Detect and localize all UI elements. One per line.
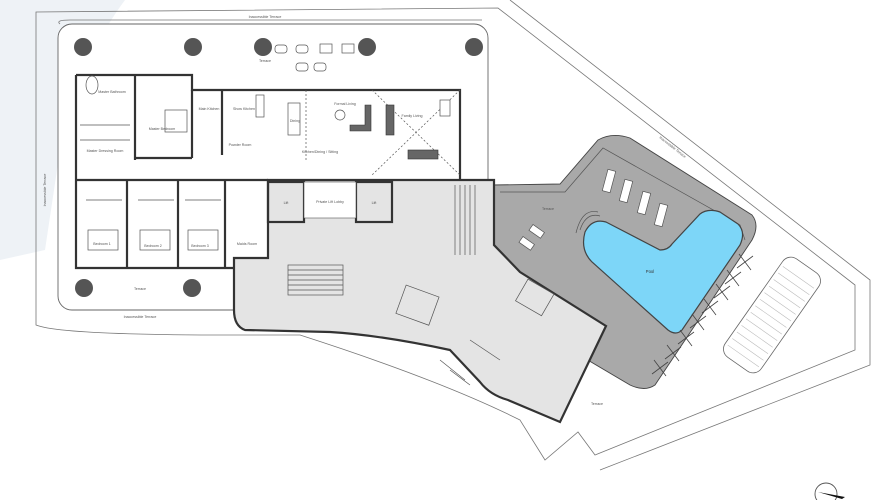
label-inaccessible-bottom: Inaccessible Terrace <box>124 315 157 319</box>
furniture <box>85 43 545 251</box>
label-dining: Dining <box>290 119 300 123</box>
label-inaccessible-left: Inaccessible Terrace <box>43 174 47 207</box>
label-terrace-pool: Terrace <box>542 207 554 211</box>
label-inaccessible-right: Inaccessible Terrace <box>658 136 686 159</box>
palm-trees <box>651 253 754 377</box>
label-maids-room: Maids Room <box>237 242 257 246</box>
label-bedroom-2: Bedroom 2 <box>144 244 162 248</box>
core-interior <box>287 185 555 386</box>
label-master-dressing: Master Dressing Room <box>87 149 124 153</box>
label-powder-room: Powder Room <box>229 143 252 147</box>
label-kitchen-dining-sitting: Kitchen/Dining / Sitting <box>302 150 338 154</box>
label-family-living: Family Living <box>402 114 423 118</box>
label-pool: Pool <box>646 269 654 274</box>
label-formal-living: Formal Living <box>334 102 356 106</box>
sun-loungers <box>601 168 669 228</box>
label-inaccessible-top: Inaccessible Terrace <box>249 15 282 19</box>
label-lift-1: Lift <box>284 201 289 205</box>
core-area <box>232 178 608 424</box>
label-terrace-top: Terrace <box>259 59 271 63</box>
label-master-bedroom: Master Bedroom <box>149 127 176 131</box>
label-master-bathroom: Master Bathroom <box>98 90 126 94</box>
label-bedroom-1: Bedroom 1 <box>93 242 111 246</box>
label-terrace-south: Terrace <box>591 402 603 406</box>
label-lift-2: Lift <box>372 201 377 205</box>
label-bedroom-3: Bedroom 3 <box>191 244 209 248</box>
site-boundary <box>35 0 871 471</box>
label-show-kitchen: Show Kitchen <box>233 107 255 111</box>
pool <box>582 209 744 334</box>
structural-columns <box>74 38 483 297</box>
label-main-kitchen: Main Kitchen <box>199 107 220 111</box>
lift-lobby <box>266 180 394 224</box>
label-lift-lobby: Private Lift Lobby <box>316 200 344 204</box>
hatched-strip <box>723 256 821 374</box>
north-arrow-icon <box>814 482 845 500</box>
label-terrace-bottom: Terrace <box>134 287 146 291</box>
